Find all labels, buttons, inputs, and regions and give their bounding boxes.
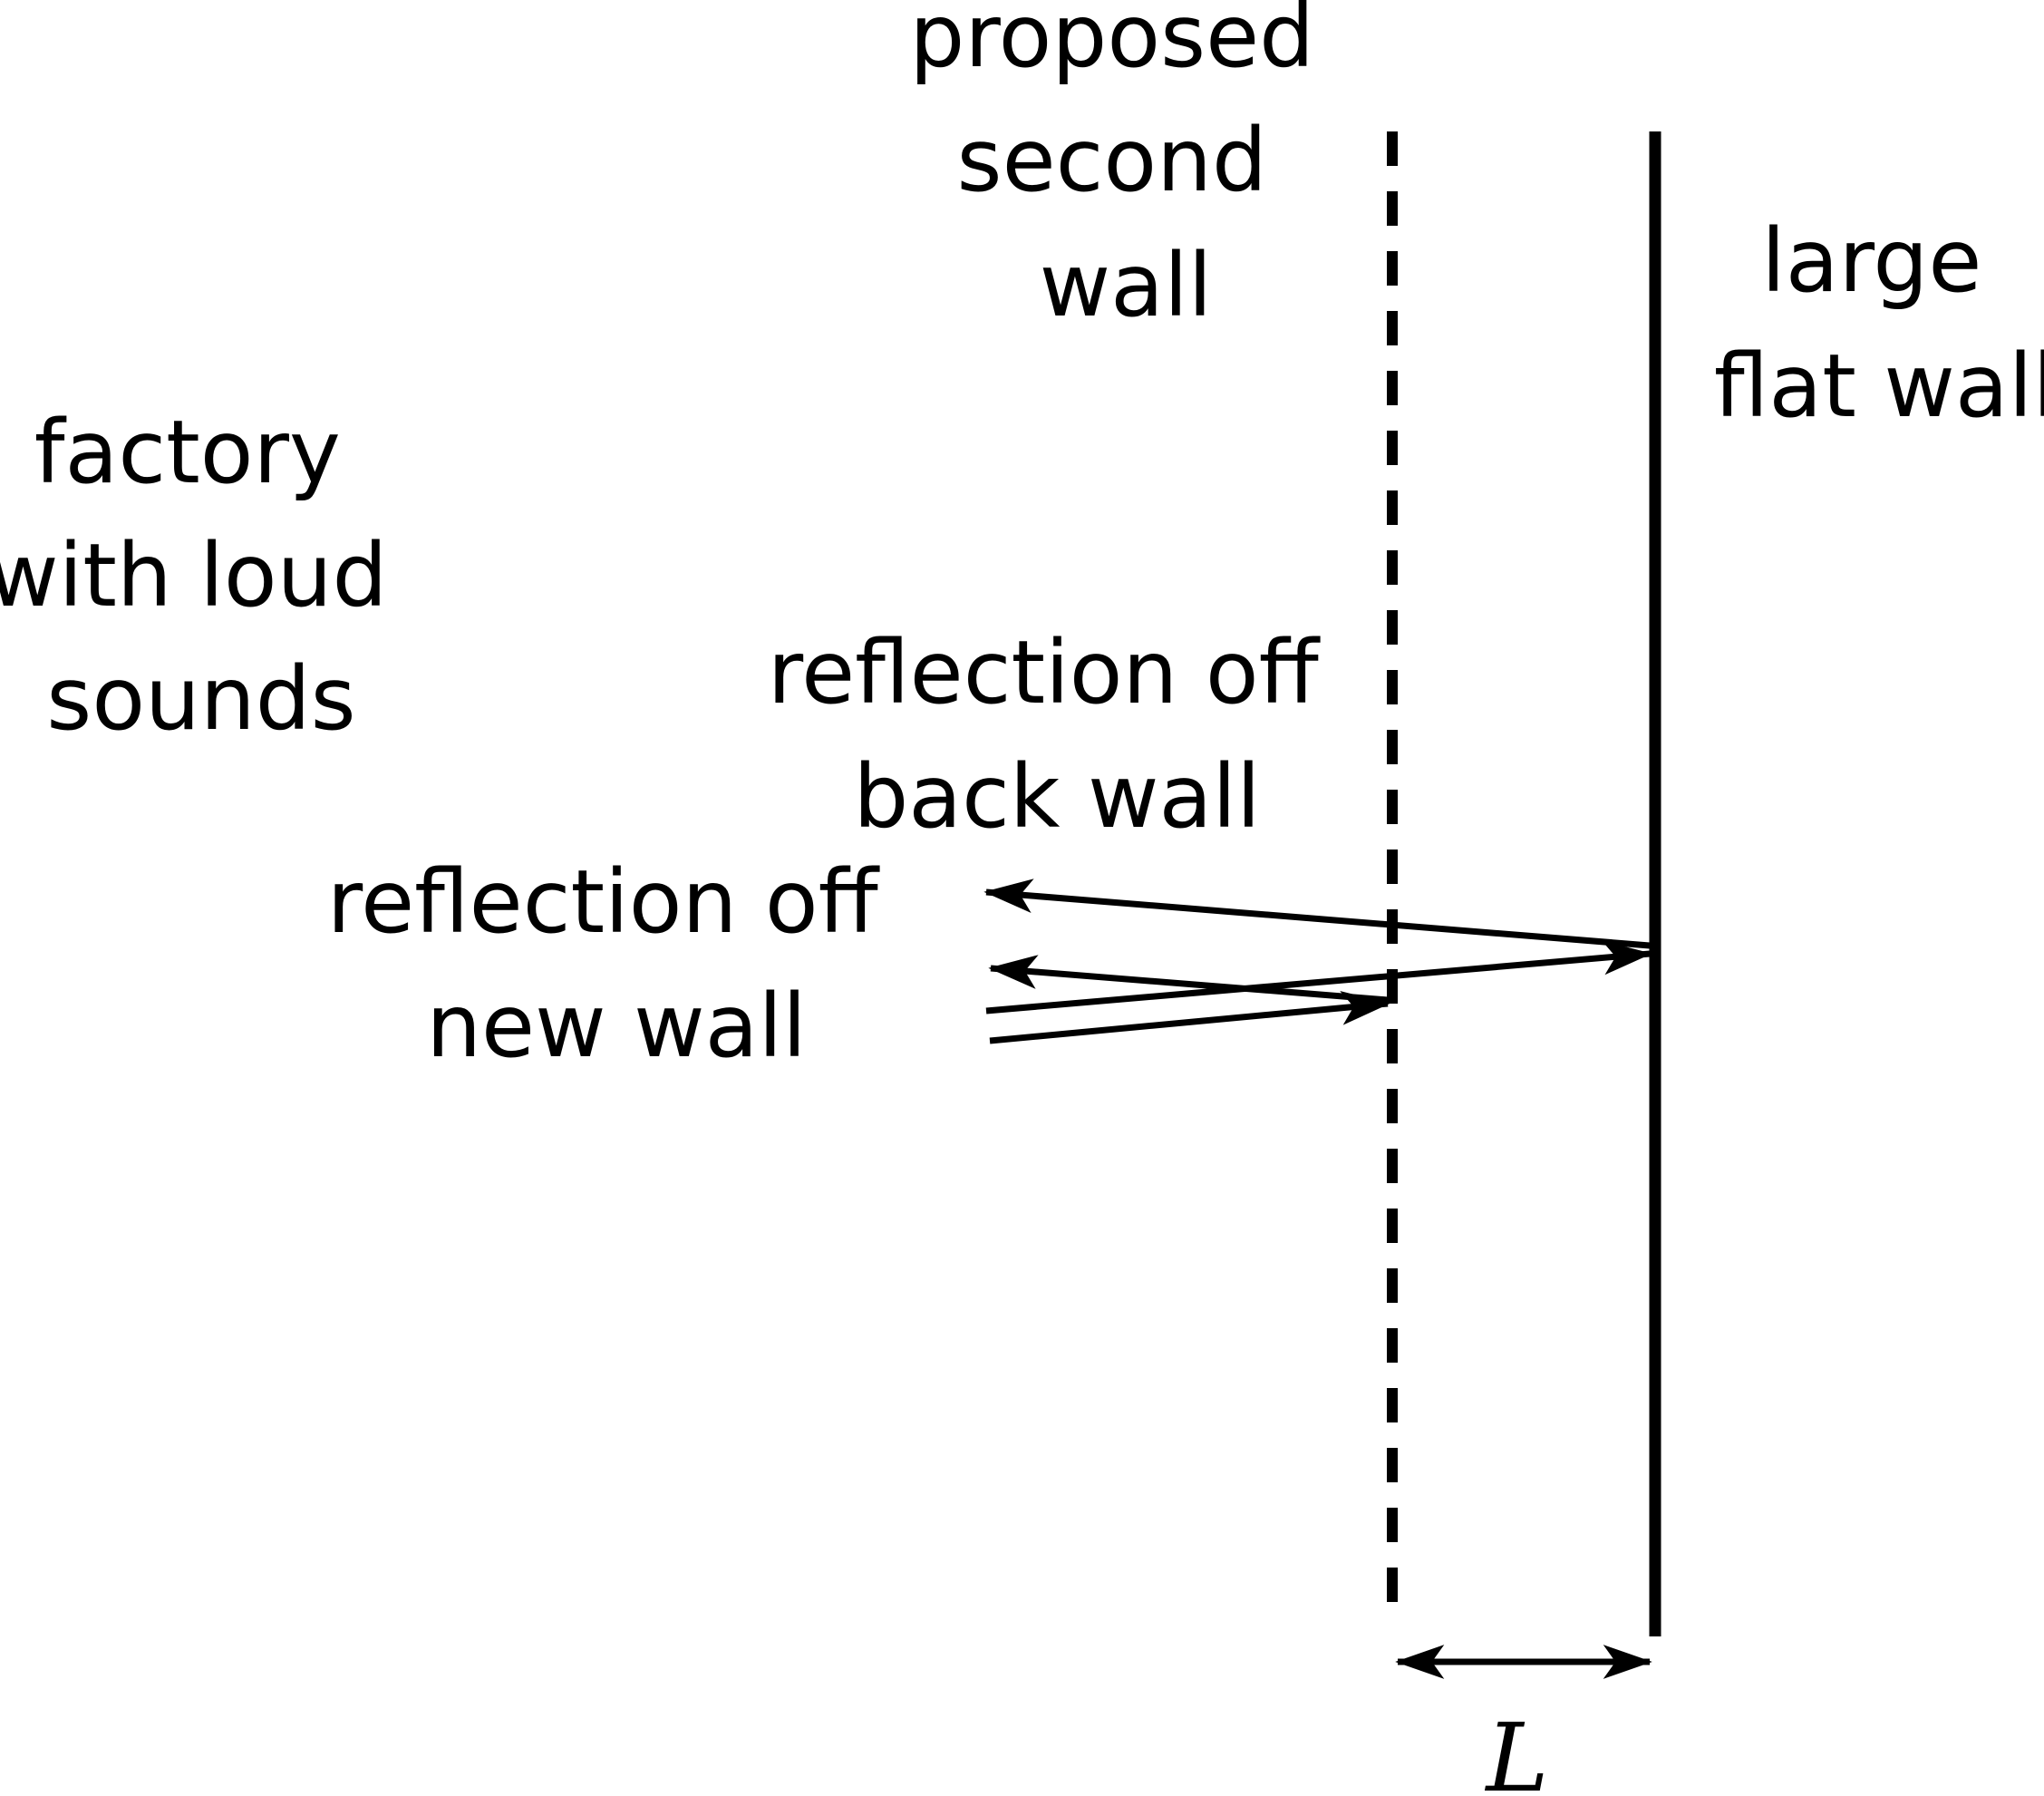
proposed-second-wall-label: proposed second wall (909, 0, 1342, 336)
incident-ray-to-back-wall (985, 940, 1652, 1014)
reflected-ray-from-new-wall (988, 955, 1389, 1004)
factory-label: factory with loud sounds (0, 402, 415, 750)
reflection-new-wall-label-line-1: reflection off (327, 851, 880, 953)
distance-label: L (1484, 1703, 1548, 1796)
proposed-second-wall-label-line-2: second (957, 110, 1267, 211)
factory-label-line-1: factory (34, 402, 341, 503)
proposed-second-wall-label-line-3: wall (1040, 235, 1213, 336)
incident-ray-to-new-wall (989, 990, 1390, 1044)
large-flat-wall-label: large flat wall (1714, 210, 2044, 437)
factory-label-line-3: sounds (46, 648, 355, 750)
reflected-ray-from-back-wall (983, 879, 1651, 949)
reflection-new-wall-label: reflection off new wall (327, 851, 906, 1077)
reflection-new-wall-label-line-2: new wall (426, 976, 807, 1077)
large-flat-wall-label-line-2: flat wall (1714, 335, 2044, 437)
reflection-back-wall-label-line-2: back wall (853, 746, 1260, 848)
reflection-back-wall-label: reflection off back wall (768, 622, 1347, 848)
large-flat-wall-label-line-1: large (1761, 210, 1981, 312)
reflection-back-wall-label-line-1: reflection off (768, 622, 1321, 723)
proposed-second-wall-label-line-1: proposed (909, 0, 1314, 87)
factory-label-line-2: with loud (0, 525, 387, 626)
